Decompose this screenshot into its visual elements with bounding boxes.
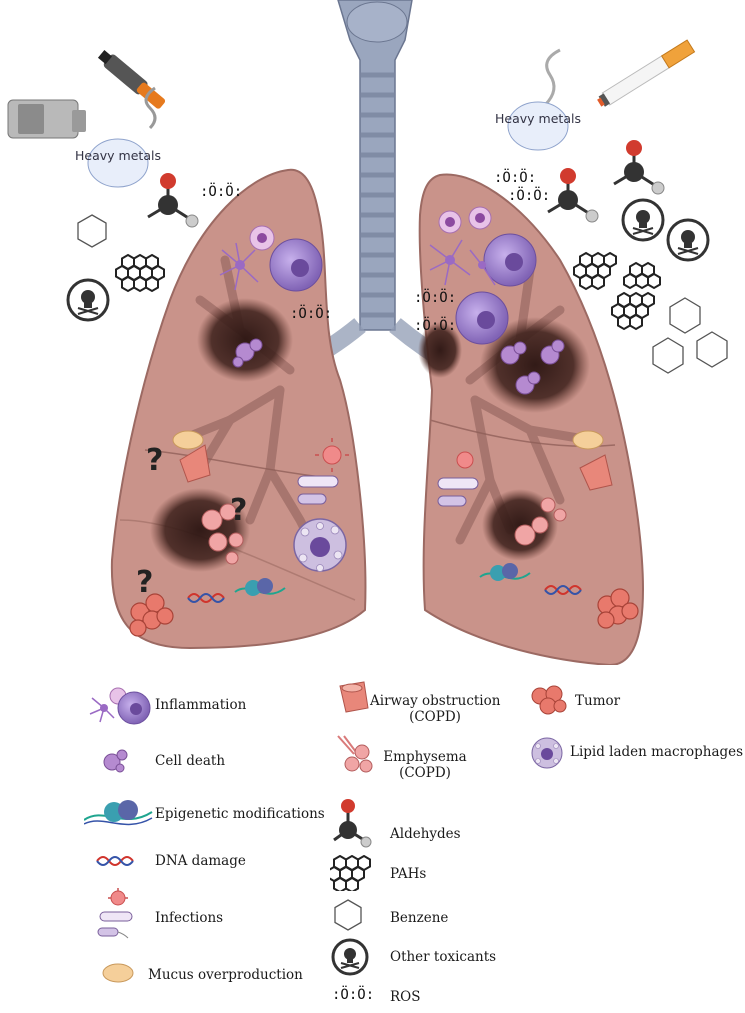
ros-icon: :Ö:Ö: — [332, 985, 374, 1003]
legend-airway-obstruction: Airway obstruction (COPD) — [370, 693, 500, 725]
lipid-macrophage — [293, 518, 347, 572]
legend-emphysema-label: Emphysema — [383, 749, 467, 765]
legend-tumor: Tumor — [575, 693, 621, 709]
benzene-rings — [77, 214, 728, 374]
dna-damage-icon — [96, 856, 134, 866]
svg-text::Ö:Ö:: :Ö:Ö: — [332, 985, 374, 1003]
lipid-macrophage-icon — [531, 737, 563, 769]
inflammation-cells — [219, 206, 537, 345]
svg-text::Ö:Ö:: :Ö:Ö: — [414, 288, 456, 306]
svg-text::Ö:Ö:: :Ö:Ö: — [200, 182, 242, 200]
legend-airway-obstruction-label: Airway obstruction — [370, 693, 501, 709]
vape-device-icon — [7, 50, 166, 139]
infection-bacteria — [297, 438, 479, 507]
mucus-airway-icons — [172, 430, 613, 491]
epigenetic-dna-icons — [187, 563, 582, 603]
pahs-icon — [330, 855, 371, 891]
legend-emphysema: Emphysema (COPD) — [370, 749, 480, 781]
cell-death-icon — [103, 749, 128, 773]
tumor-masses — [150, 298, 590, 572]
airway-obstruction-icon — [339, 681, 369, 713]
legend-benzene: Benzene — [390, 910, 449, 926]
aldehyde-molecules — [147, 140, 665, 228]
tumor-icon — [531, 685, 567, 715]
question-mark-3: ? — [136, 565, 153, 600]
legend-dna-damage: DNA damage — [155, 853, 246, 869]
epigenetic-icon — [84, 800, 153, 826]
svg-text:Heavy metals: Heavy metals — [495, 111, 581, 126]
ros-symbols: :Ö:Ö: :Ö:Ö: :Ö:Ö: :Ö:Ö: :Ö:Ö: :Ö:Ö: — [200, 168, 550, 334]
legend-infections: Infections — [155, 910, 224, 926]
emphysema-alveoli — [201, 497, 567, 565]
legend-pahs: PAHs — [390, 866, 427, 882]
question-mark-1: ? — [146, 443, 163, 478]
toxicant-skull-icons — [66, 198, 710, 322]
svg-text::Ö:Ö:: :Ö:Ö: — [508, 186, 550, 204]
legend-emphysema-sub: (COPD) — [399, 765, 451, 781]
emphysema-icon — [337, 735, 373, 773]
question-mark-2: ? — [230, 493, 247, 528]
legend-airway-obstruction-sub: (COPD) — [409, 709, 461, 725]
lung-diagram: ? ? ? :Ö:Ö: :Ö:Ö: :Ö:Ö: :Ö:Ö: :Ö:Ö: :Ö:Ö… — [7, 0, 728, 665]
legend-ros: ROS — [390, 989, 421, 1005]
svg-text::Ö:Ö:: :Ö:Ö: — [290, 304, 332, 322]
benzene-icon — [334, 899, 362, 931]
legend-lipid-macrophages: Lipid laden macrophages — [570, 744, 744, 760]
inflammation-icon — [89, 687, 151, 725]
mucus-icon — [102, 963, 134, 983]
cell-death-cells — [232, 338, 565, 395]
tumor-cell-clusters — [129, 588, 639, 637]
legend-inflammation: Inflammation — [155, 697, 247, 713]
heavy-metals-left: Heavy metals — [75, 138, 161, 188]
legend-aldehydes: Aldehydes — [390, 826, 461, 842]
legend-other-toxicants: Other toxicants — [390, 949, 497, 965]
legend-mucus: Mucus overproduction — [148, 967, 303, 983]
heavy-metals-right: Heavy metals — [495, 101, 581, 151]
legend-cell-death: Cell death — [155, 753, 226, 769]
infections-icon — [97, 888, 133, 939]
svg-text::Ö:Ö:: :Ö:Ö: — [414, 316, 456, 334]
svg-text::Ö:Ö:: :Ö:Ö: — [494, 168, 536, 186]
other-toxicants-icon — [331, 938, 369, 976]
svg-text:Heavy metals: Heavy metals — [75, 148, 161, 163]
cigarette-icon — [543, 39, 696, 107]
legend-epigenetic: Epigenetic modifications — [155, 806, 325, 822]
trachea — [266, 0, 486, 405]
aldehydes-icon — [333, 799, 372, 848]
